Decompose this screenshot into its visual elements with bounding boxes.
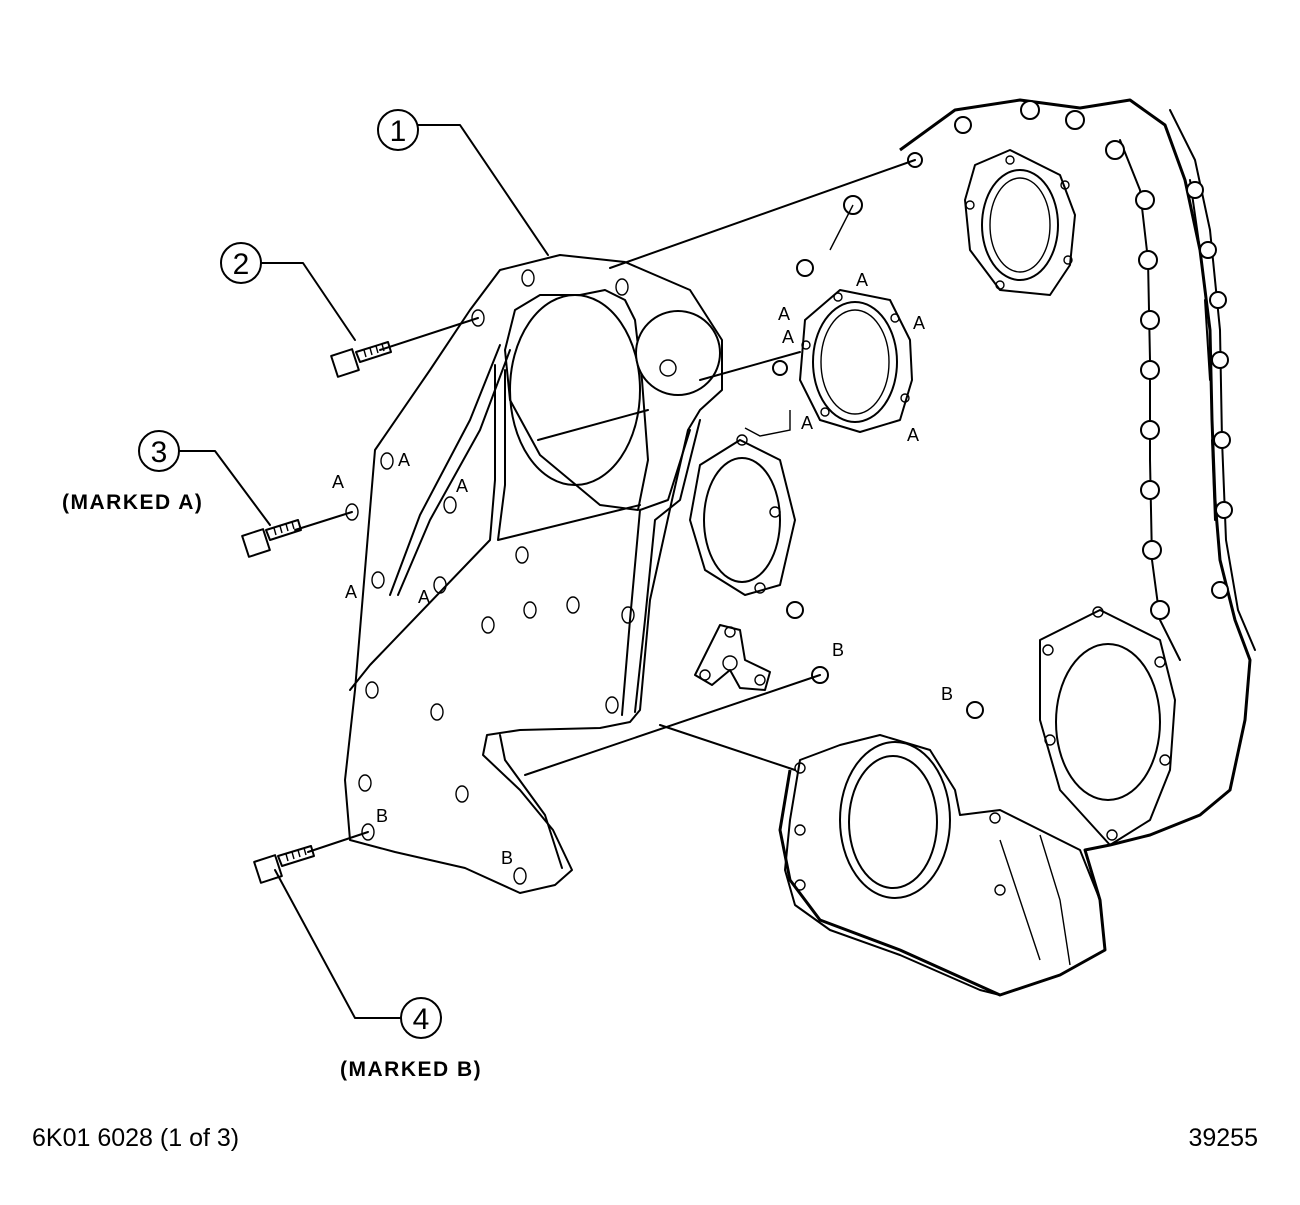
lower-left-opening: [689, 434, 796, 596]
callout-3-number: 3: [151, 436, 168, 469]
hole-mark-b: B: [501, 848, 513, 868]
bolt-4: [253, 831, 369, 884]
crank-seal-housing: [784, 734, 1106, 996]
callout-2-number: 2: [233, 248, 250, 281]
hole-mark-a: A: [913, 313, 925, 333]
image-number: 39255: [1188, 1124, 1258, 1152]
hole-boss: [796, 259, 814, 277]
hole-mark-a: A: [345, 582, 357, 602]
upper-right-opening: [964, 149, 1076, 296]
hole-mark-a: A: [332, 472, 344, 492]
note-marked-b: (MARKED B): [340, 1058, 482, 1081]
hole-mark-b: B: [941, 684, 953, 704]
hole-marks-b: B B B B: [376, 640, 953, 868]
hole-mark-a: A: [856, 270, 868, 290]
hole-mark-b: B: [376, 806, 388, 826]
hole-mark-a: A: [801, 413, 813, 433]
plate-holes: [345, 269, 635, 885]
hole-mark-b: B: [832, 640, 844, 660]
cover-plate: [344, 254, 723, 894]
hole-mark-a: A: [456, 476, 468, 496]
hole-boss: [786, 601, 804, 619]
middle-opening: [799, 289, 913, 433]
callout-3: 3: [138, 430, 271, 526]
rail-bosses: [954, 100, 1233, 620]
hole-mark-a: A: [782, 327, 794, 347]
tri-lobe-plate: [694, 624, 771, 691]
note-marked-a: (MARKED A): [62, 491, 203, 514]
hole-mark-a: A: [907, 425, 919, 445]
hole-mark-a: A: [418, 587, 430, 607]
hole-boss: [772, 360, 788, 376]
alignment-lines: [524, 159, 916, 776]
callout-1-number: 1: [390, 115, 407, 148]
callout-4: 4: [274, 869, 442, 1039]
hole-marks-a: A A A A A A A A A A A: [332, 270, 925, 607]
hole-mark-a: A: [398, 450, 410, 470]
hole-mark-a: A: [778, 304, 790, 324]
hole-boss: [966, 701, 984, 719]
callout-4-number: 4: [413, 1003, 430, 1036]
callout-2: 2: [220, 242, 356, 341]
bolt-3: [241, 511, 353, 558]
lower-right-opening: [1039, 606, 1176, 846]
callout-1: 1: [377, 109, 549, 256]
figure-reference: 6K01 6028 (1 of 3): [32, 1124, 239, 1152]
bolt-2: [330, 317, 479, 378]
engine-front-cover: [689, 98, 1256, 997]
